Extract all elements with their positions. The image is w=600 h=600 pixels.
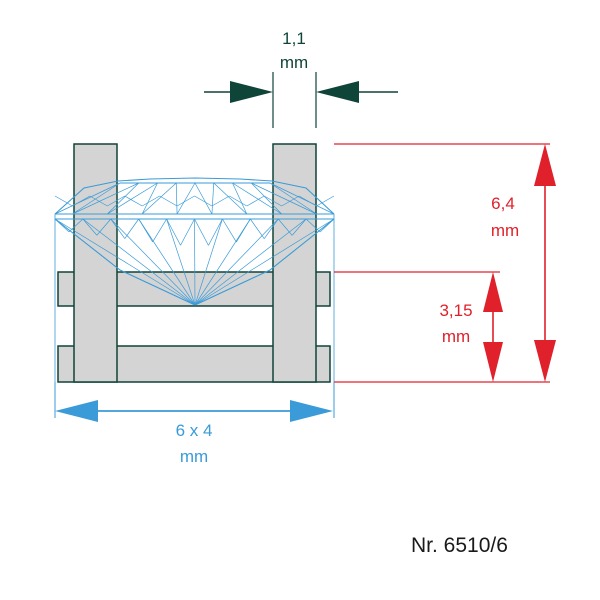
facet-line xyxy=(250,218,265,239)
facet-line xyxy=(236,218,251,243)
facet-line xyxy=(142,195,160,207)
facet-line xyxy=(269,182,317,215)
facet-line xyxy=(110,218,196,306)
facet-line xyxy=(298,195,317,207)
facet-line xyxy=(194,218,307,306)
facet-line xyxy=(263,218,279,239)
facet-line xyxy=(166,218,196,306)
prong-width-dimension: 1,1 mm xyxy=(204,29,398,128)
setting-height-unit: mm xyxy=(442,327,470,346)
facet-line xyxy=(176,182,196,215)
facet-line xyxy=(72,195,91,207)
facet-line xyxy=(194,218,251,306)
facet-line xyxy=(107,182,158,215)
facet-line xyxy=(176,195,195,207)
facet-line xyxy=(166,218,181,246)
facet-line xyxy=(277,218,293,236)
prong-arrow-left xyxy=(230,81,273,103)
facet-line xyxy=(72,182,139,215)
prong-width-value: 1,1 xyxy=(282,29,306,48)
facet-line xyxy=(124,218,139,239)
total-height-dimension: 6,4 mm xyxy=(334,143,556,383)
facet-line xyxy=(141,182,177,215)
facet-line xyxy=(138,218,153,243)
facet-line xyxy=(72,182,121,215)
setting-frame xyxy=(57,143,331,383)
facet-line xyxy=(54,182,121,215)
facet-line xyxy=(96,218,112,236)
facet-line xyxy=(110,218,126,239)
stone-size-arrow-right xyxy=(290,400,333,422)
facet-line xyxy=(229,195,247,207)
facet-line xyxy=(138,218,196,306)
facet-line xyxy=(211,195,230,207)
facet-line xyxy=(305,218,321,233)
facet-line xyxy=(175,182,178,215)
facet-line xyxy=(180,218,195,246)
prong-arrow-right xyxy=(316,81,359,103)
facet-line xyxy=(107,195,125,207)
facet-line xyxy=(194,195,213,207)
facet-line xyxy=(264,195,282,207)
total-height-arrow-top xyxy=(534,144,556,186)
setting-height-value: 3,15 xyxy=(439,301,472,320)
stone-size-dimension: 6 x 4 mm xyxy=(54,382,335,466)
prong-width-unit: mm xyxy=(280,53,308,72)
facet-line xyxy=(291,218,307,236)
total-height-unit: mm xyxy=(491,221,519,240)
right-prong xyxy=(272,143,317,383)
facet-line xyxy=(54,218,70,233)
stone-size-unit: mm xyxy=(180,447,208,466)
facet-line xyxy=(68,218,84,233)
facet-line xyxy=(159,195,178,207)
facet-line xyxy=(251,182,317,215)
facet-line xyxy=(194,218,209,246)
setting-height-arrow-bottom xyxy=(483,342,503,382)
facet-line xyxy=(222,218,237,243)
facet-line xyxy=(152,218,167,243)
stone-size-arrow-left xyxy=(55,400,98,422)
total-height-value: 6,4 xyxy=(491,194,515,213)
total-height-arrow-bottom xyxy=(534,340,556,382)
facet-line xyxy=(246,195,265,207)
facet-line xyxy=(141,182,158,215)
setting-height-dimension: 3,15 mm xyxy=(334,271,503,382)
facet-line xyxy=(54,218,196,306)
facet-line xyxy=(316,195,335,207)
facet-line xyxy=(89,195,108,207)
facet-line xyxy=(194,218,196,306)
gemstone-facets xyxy=(54,182,335,306)
facet-line xyxy=(124,195,143,207)
facet-line xyxy=(194,218,279,306)
facet-line xyxy=(232,182,248,215)
facet-line xyxy=(213,182,248,215)
facet-line xyxy=(211,182,215,215)
facet-line xyxy=(54,195,73,207)
facet-line xyxy=(194,218,223,306)
facet-line xyxy=(269,182,335,215)
facet-line xyxy=(319,218,335,233)
facet-line xyxy=(251,182,282,215)
left-prong xyxy=(73,143,118,383)
facet-line xyxy=(208,218,223,246)
setting-height-arrow-top xyxy=(483,272,503,312)
facet-line xyxy=(281,195,300,207)
facet-line xyxy=(82,218,98,236)
article-number: Nr. 6510/6 xyxy=(411,534,508,557)
facet-line xyxy=(232,182,282,215)
facet-line xyxy=(194,218,335,306)
facet-line xyxy=(194,182,213,215)
stone-size-value: 6 x 4 xyxy=(176,421,213,440)
facet-line xyxy=(82,218,196,306)
facet-line xyxy=(107,182,139,215)
